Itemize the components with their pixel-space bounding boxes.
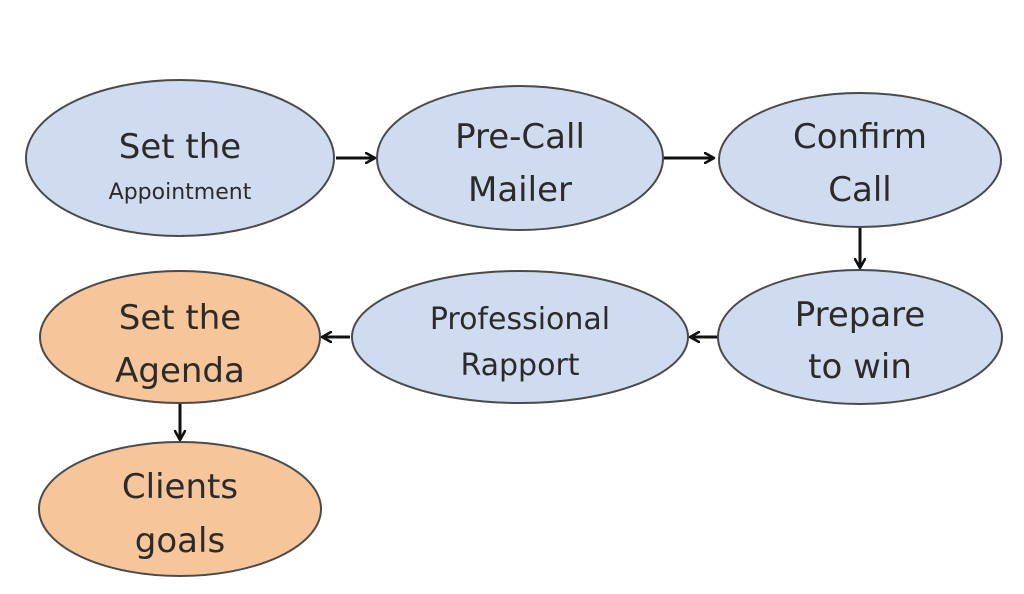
node-set-agenda: Set the Agenda <box>39 270 321 404</box>
connectors <box>180 158 860 440</box>
node-confirm-call-line2: Call <box>828 170 891 210</box>
node-clients-goals: Clients goals <box>38 441 322 577</box>
node-pre-call-mailer: Pre-Call Mailer <box>376 85 664 231</box>
node-clients-goals-line1: Clients <box>122 467 238 507</box>
node-professional-rapport: Professional Rapport <box>351 270 689 404</box>
node-pre-call-mailer-shape <box>376 85 664 231</box>
node-prepare-to-win: Prepare to win <box>717 269 1003 405</box>
node-confirm-call-line1: Confirm <box>793 117 927 157</box>
node-prepare-to-win-line1: Prepare <box>795 295 926 335</box>
node-set-appointment-line1: Set the <box>119 127 241 167</box>
node-professional-rapport-line2: Rapport <box>460 348 579 383</box>
node-prepare-to-win-line2: to win <box>808 347 912 387</box>
node-set-appointment-line2: Appointment <box>109 180 252 205</box>
node-professional-rapport-line1: Professional <box>430 302 610 337</box>
node-pre-call-mailer-line2: Mailer <box>468 170 572 210</box>
node-set-agenda-shape <box>39 270 321 404</box>
node-prepare-to-win-shape <box>717 269 1003 405</box>
node-set-appointment-shape <box>25 79 335 237</box>
node-confirm-call-shape <box>718 92 1002 228</box>
node-set-agenda-line1: Set the <box>119 298 241 338</box>
node-set-appointment: Set the Appointment <box>25 79 335 237</box>
node-clients-goals-shape <box>38 441 322 577</box>
node-pre-call-mailer-line1: Pre-Call <box>455 117 585 157</box>
node-professional-rapport-shape <box>351 270 689 404</box>
node-confirm-call: Confirm Call <box>718 92 1002 228</box>
node-clients-goals-line2: goals <box>135 521 225 561</box>
node-set-agenda-line2: Agenda <box>115 351 245 391</box>
